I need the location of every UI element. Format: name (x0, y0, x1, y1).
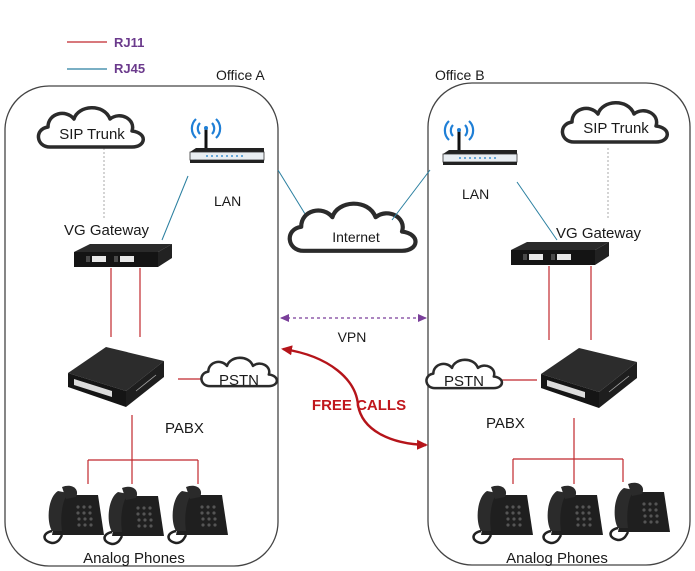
office-b-boundary (427, 82, 691, 566)
vpn-label: VPN (338, 329, 367, 345)
legend-rj11-label: RJ11 (114, 35, 144, 50)
office-b-sip-trunk-label: SIP Trunk (583, 120, 649, 137)
office-b-gateway-device (511, 242, 609, 265)
office-b-phone-3-icon (609, 481, 672, 542)
office-b-pabx-label: PABX (486, 415, 525, 432)
office-a-sip-trunk-label: SIP Trunk (59, 126, 125, 143)
office-a-lan-label: LAN (214, 193, 241, 209)
internet-label: Internet (332, 229, 380, 245)
legend: RJ11 RJ45 (67, 35, 145, 76)
office-b-pstn-label: PSTN (444, 373, 484, 390)
office-a-phone-1-icon (43, 484, 106, 545)
legend-rj45-label: RJ45 (114, 61, 145, 76)
office-b-phone-1-icon (472, 484, 535, 545)
office-a-gateway-label: VG Gateway (64, 222, 150, 239)
office-a-router-internet-link (277, 169, 311, 223)
office-b-lan-label: LAN (462, 186, 489, 202)
office-b-pabx-device (540, 347, 638, 409)
office-a-gateway-router-link (161, 175, 189, 241)
office-a-pstn-label: PSTN (219, 372, 259, 389)
office-b-phone-2-icon (542, 484, 605, 545)
office-a-gateway-device (74, 244, 172, 267)
office-a-phone-3-icon (167, 484, 230, 545)
office-a-phones-label: Analog Phones (83, 550, 185, 567)
office-b-gateway-label: VG Gateway (556, 225, 642, 242)
office-b-router-icon (441, 119, 519, 167)
office-a-title: Office A (216, 67, 265, 83)
office-b-router-gateway-link (516, 181, 558, 241)
office-a-pabx-device (67, 346, 165, 408)
free-calls-label: FREE CALLS (312, 397, 406, 414)
office-a-phone-2-icon (103, 485, 166, 546)
office-a-pabx-label: PABX (165, 420, 204, 437)
office-a-boundary (4, 85, 279, 567)
office-b-phones-label: Analog Phones (506, 550, 608, 567)
free-calls-arrow (281, 345, 428, 450)
office-b-title: Office B (435, 67, 485, 83)
office-a-router-icon (188, 117, 266, 165)
office-b-router-internet-link (391, 169, 431, 221)
